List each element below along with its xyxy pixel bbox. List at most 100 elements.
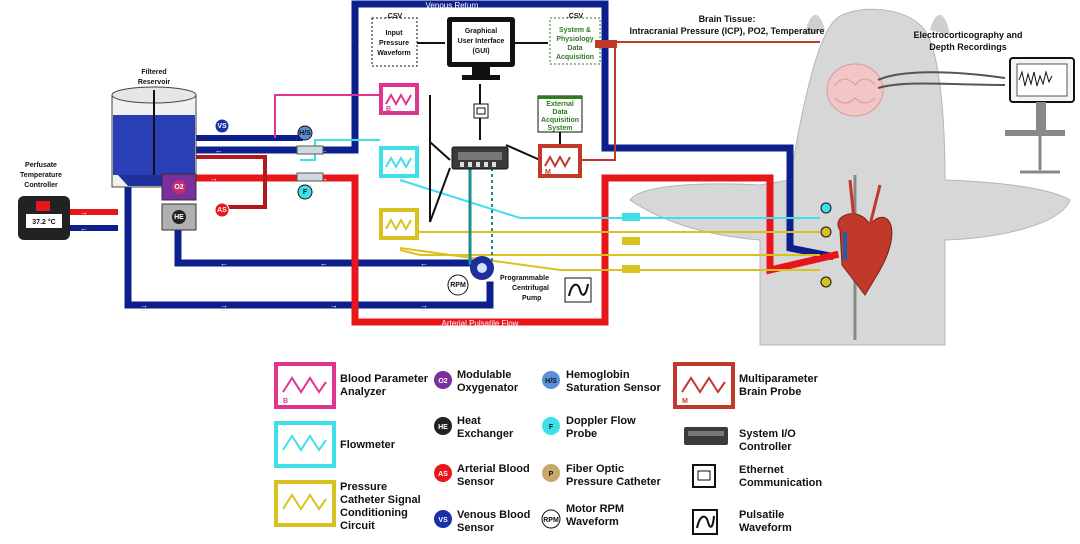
svg-text:Communication: Communication [739,477,822,489]
legend-ethernet: Ethernet Communication [692,464,822,489]
svg-text:↑: ↑ [598,255,602,264]
pressure-circuit-box[interactable] [379,208,419,240]
arterial-sensor-badge[interactable]: AS [214,202,230,218]
svg-text:↓: ↓ [357,211,361,220]
csv-input-waveform[interactable]: .CSV Input Pressure Waveform [371,13,418,67]
legend-motor-rpm: RPM Motor RPM Waveform [541,503,624,529]
svg-text:→: → [210,174,218,183]
svg-text:M: M [682,398,688,405]
svg-text:AS: AS [217,207,227,214]
svg-text:H/S: H/S [299,130,311,137]
svg-text:Physiology: Physiology [556,36,593,43]
legend-arterial-sensor: AS Arterial Blood Sensor [434,463,530,488]
svg-text:B: B [283,398,288,405]
svg-text:Hemoglobin: Hemoglobin [566,369,630,381]
legend-flowmeter: Flowmeter [274,421,396,468]
svg-text:Pump: Pump [522,295,541,302]
oxygenator-icon[interactable]: O2 [161,173,197,201]
svg-text:Input: Input [385,30,403,37]
svg-text:Waveform: Waveform [377,50,411,57]
svg-text:←: ← [80,224,88,233]
svg-text:Waveform: Waveform [566,516,619,528]
svg-text:AS: AS [438,471,448,478]
heat-exchanger-icon[interactable]: HE [161,203,197,231]
svg-text:↓: ↓ [357,123,361,132]
doppler-probe-badge[interactable]: F [297,184,313,200]
svg-text:Graphical: Graphical [465,28,497,35]
svg-text:Waveform: Waveform [739,522,792,534]
flowmeter-box[interactable] [379,146,419,178]
legend-doppler-probe: F Doppler Flow Probe [542,415,636,440]
svg-text:→: → [220,301,228,310]
svg-text:Probe: Probe [566,428,597,440]
svg-text:System I/O: System I/O [739,428,796,440]
svg-text:↓: ↓ [357,85,361,94]
svg-text:Filtered: Filtered [141,69,166,76]
legend-fiber-optic: P Fiber Optic Pressure Catheter [542,463,661,488]
doppler-sleeve [296,172,324,182]
brain-probe-box[interactable]: M [538,144,582,178]
temperature-controller[interactable]: 37.2 °C Perfusate Temperature Controller [18,162,70,240]
svg-text:.CSV: .CSV [386,13,403,20]
svg-text:Flowmeter: Flowmeter [340,439,396,451]
svg-text:Arterial Blood: Arterial Blood [457,463,530,475]
svg-text:←: ← [420,259,428,268]
legend-oxygenator: O2 Modulable Oxygenator [434,369,519,394]
svg-text:M: M [545,169,551,176]
legend-hemoglobin-sensor: H/S Hemoglobin Saturation Sensor [542,369,661,394]
filtered-reservoir[interactable]: Filtered Reservoir [111,69,197,188]
signal-wires [274,41,1006,271]
svg-text:H/S: H/S [545,378,557,385]
svg-text:Controller: Controller [739,441,792,453]
svg-text:System &: System & [559,27,591,34]
svg-text:System: System [548,125,573,132]
svg-text:Brain Probe: Brain Probe [739,386,801,398]
ecog-label: Electrocorticography and Depth Recording… [913,30,1022,52]
legend-heat-exchanger: HE Heat Exchanger [434,415,514,440]
svg-text:Intracranial Pressure (ICP), P: Intracranial Pressure (ICP), PO2, Temper… [630,26,825,36]
svg-text:Data: Data [552,109,567,116]
io-controller[interactable] [451,146,509,170]
svg-text:HE: HE [438,424,448,431]
svg-text:Saturation Sensor: Saturation Sensor [566,382,661,394]
svg-text:→: → [320,174,328,183]
svg-text:Electrocorticography and: Electrocorticography and [913,30,1022,40]
arterial-flow-label: Arterial Pulsatile Flow [442,319,519,328]
svg-text:Brain Tissue:: Brain Tissue: [699,14,756,24]
svg-text:B: B [386,106,391,113]
svg-text:Oxygenator: Oxygenator [457,382,519,394]
catheter-markers [595,40,832,288]
svg-text:Perfusate: Perfusate [25,162,57,169]
csv-data-acquisition[interactable]: .CSV System & Physiology Data Acquisitio… [549,13,601,65]
svg-text:Acquisition: Acquisition [556,54,594,61]
heart-icon [837,179,893,296]
svg-text:Venous Blood: Venous Blood [457,509,530,521]
legend-io-controller: System I/O Controller [684,427,796,453]
legend-blood-analyzer: B Blood Parameter Analyzer [274,362,429,409]
svg-text:External: External [546,101,574,108]
svg-text:↓: ↓ [357,293,361,302]
gui-monitor[interactable]: Graphical User Interface (GUI) [447,17,515,80]
svg-text:Pressure Catheter: Pressure Catheter [566,476,661,488]
svg-text:↑: ↑ [598,208,602,217]
blood-analyzer-box[interactable]: B [379,83,419,115]
svg-text:Sensor: Sensor [457,522,495,534]
svg-text:←: ← [215,146,223,155]
svg-text:Analyzer: Analyzer [340,386,387,398]
svg-text:VS: VS [438,517,448,524]
svg-text:Pressure: Pressure [340,481,387,493]
svg-text:RPM: RPM [450,282,466,289]
centrifugal-pump[interactable]: RPM Programmable Centrifugal Pump [447,256,592,303]
svg-text:F: F [549,424,554,431]
svg-text:F: F [303,189,308,196]
svg-text:User Interface: User Interface [458,38,505,45]
venous-sensor-badge[interactable]: VS [214,118,230,134]
ecog-workstation[interactable] [1005,57,1075,174]
svg-text:O2: O2 [438,378,447,385]
legend-pressure-circuit: Pressure Catheter Signal Conditioning Ci… [274,480,421,532]
svg-text:→: → [420,301,428,310]
hemoglobin-sensor-badge[interactable]: H/S [297,125,313,141]
svg-text:Fiber Optic: Fiber Optic [566,463,624,475]
svg-text:Ethernet: Ethernet [739,464,784,476]
external-data-acquisition[interactable]: External Data Acquisition System [537,95,583,133]
